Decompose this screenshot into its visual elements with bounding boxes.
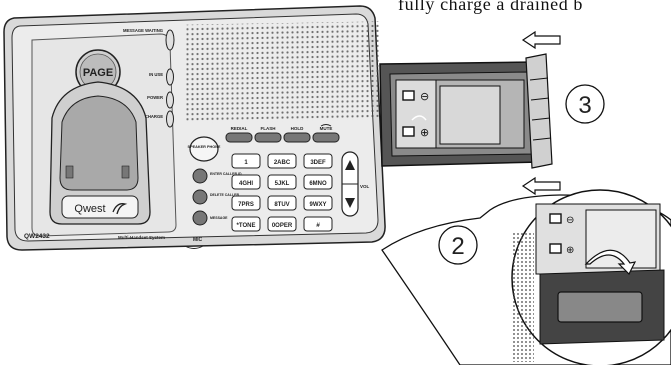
vol-label: VOL: [360, 184, 370, 189]
minus-symbol: ⊖: [420, 90, 429, 103]
power-light: [167, 92, 174, 108]
dialpad-key: *TONE: [237, 223, 256, 229]
indicator-label: POWER: [147, 95, 163, 100]
step-3-marker: 3: [566, 85, 604, 123]
plus-symbol: ⊕: [420, 126, 429, 139]
message-button: [193, 211, 207, 225]
system-label: Multi-Handset System: [118, 235, 165, 240]
speaker-grille: [184, 21, 380, 122]
svg-text:SPEAKER PHONE: SPEAKER PHONE: [188, 145, 221, 149]
inset-grille: [512, 232, 534, 362]
dialpad-key: 4GHI: [239, 181, 253, 187]
dialpad-key: 3DEF: [310, 160, 326, 166]
dialpad-key: 0OPER: [272, 223, 293, 229]
step-2-inset: ⊖ ⊕: [382, 190, 671, 365]
redial-button: [226, 133, 252, 142]
battery-compartment-closed: ⊖ ⊕: [380, 54, 552, 168]
slide-arrow-icon: [523, 32, 560, 48]
indicator-label: MESSAGE WAITING: [123, 28, 163, 33]
dialpad-key: 5JKL: [275, 181, 290, 187]
charge-light: [167, 111, 174, 127]
svg-text:REDIAL: REDIAL: [231, 126, 248, 131]
speakerphone-button: [190, 137, 218, 161]
hold-button: [284, 133, 310, 142]
flash-button: [255, 133, 281, 142]
svg-text:HOLD: HOLD: [291, 126, 304, 131]
battery-pack: [558, 292, 642, 322]
in-use-light: [167, 69, 174, 85]
svg-text:MESSAGE: MESSAGE: [210, 216, 228, 220]
handset-logo: Qwest: [74, 203, 105, 215]
slide-arrow-icon: [523, 178, 560, 194]
enter-caller-id-button: [193, 169, 207, 183]
svg-text:FLASH: FLASH: [261, 126, 276, 131]
mute-button: [313, 133, 339, 142]
dialpad-key: 2ABC: [274, 160, 291, 166]
indicator-label: IN USE: [149, 72, 163, 77]
dialpad-key: 8TUV: [274, 202, 289, 208]
dialpad-key: #: [316, 222, 320, 229]
step-2-marker: 2: [439, 226, 477, 264]
delete-caller-button: [193, 190, 207, 204]
inset-minus-symbol: ⊖: [566, 215, 574, 226]
svg-text:MUTE: MUTE: [320, 126, 333, 131]
inset-plus-symbol: ⊕: [566, 245, 574, 256]
base-unit: PAGE Qwest MESSAGE WAITING IN USE POWER …: [4, 6, 385, 250]
svg-text:2: 2: [451, 233, 464, 260]
indicator-label: CHARGE: [145, 114, 163, 119]
model-label: QW2432: [24, 233, 50, 240]
handset: Qwest: [50, 82, 150, 224]
svg-text:3: 3: [578, 92, 591, 119]
message-waiting-light: [166, 30, 174, 50]
page-button-label: PAGE: [83, 67, 113, 79]
mic-label: MIC: [193, 237, 203, 243]
dialpad-key: 6MNO: [309, 181, 327, 187]
dialpad-key: 9WXY: [309, 202, 326, 208]
dialpad-key: 7PRS: [238, 202, 254, 208]
